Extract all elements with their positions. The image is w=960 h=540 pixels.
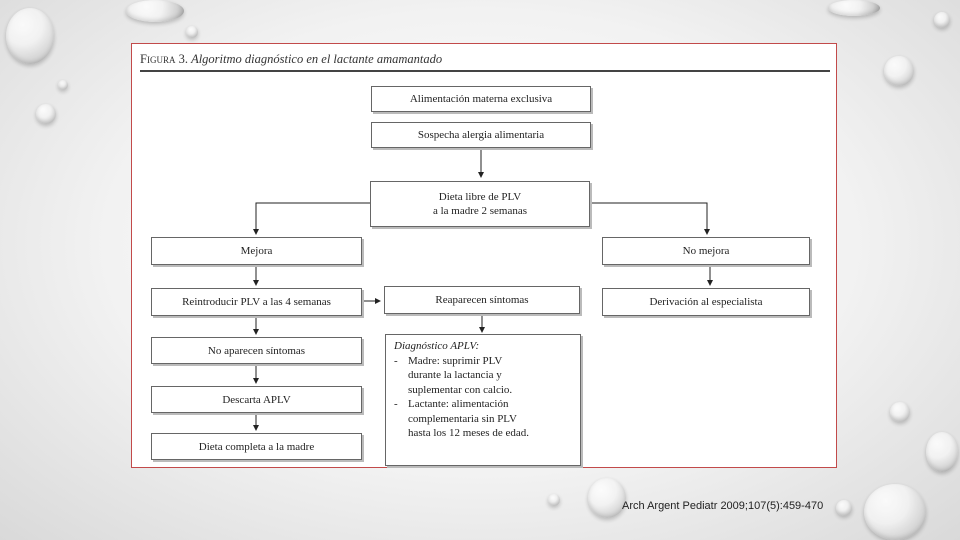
box-diagnostico-aplv: Diagnóstico APLV: - Madre: suprimir PLV … xyxy=(385,334,581,466)
box-alimentacion-materna: Alimentación materna exclusiva xyxy=(371,86,591,112)
water-drop-decoration xyxy=(6,8,54,64)
box-dieta-libre: Dieta libre de PLV a la madre 2 semanas xyxy=(370,181,590,227)
caption-divider xyxy=(140,70,830,72)
figure-label: Figura 3. xyxy=(140,52,188,66)
water-drop-decoration xyxy=(828,0,880,16)
diagnostico-item-madre: - Madre: suprimir PLV durante la lactanc… xyxy=(394,354,513,396)
diagnostico-title: Diagnóstico APLV: xyxy=(394,340,480,352)
water-drop-decoration xyxy=(548,494,560,506)
figure-caption: Figura 3. Algoritmo diagnóstico en el la… xyxy=(140,52,442,67)
water-drop-decoration xyxy=(36,104,56,124)
water-drop-decoration xyxy=(884,56,914,86)
citation-text: Arch Argent Pediatr 2009;107(5):459-470 xyxy=(622,500,824,512)
water-drop-decoration xyxy=(926,432,958,472)
box-descarta-aplv: Descarta APLV xyxy=(151,386,362,413)
box-no-mejora: No mejora xyxy=(602,237,810,265)
water-drop-decoration xyxy=(890,402,910,422)
figure-title: Algoritmo diagnóstico en el lactante ama… xyxy=(191,52,443,66)
diagnostic-algorithm-figure: Figura 3. Algoritmo diagnóstico en el la… xyxy=(131,43,837,468)
water-drop-decoration xyxy=(588,478,626,518)
water-drop-decoration xyxy=(864,484,926,540)
box-derivacion-especialista: Derivación al especialista xyxy=(602,288,810,316)
arrow-dieta-to-mejora xyxy=(253,202,370,235)
water-drop-decoration xyxy=(836,500,852,516)
box-sospecha-alergia: Sospecha alergia alimentaria xyxy=(371,122,591,148)
water-drop-decoration xyxy=(934,12,950,28)
box-dieta-completa: Dieta completa a la madre xyxy=(151,433,362,460)
water-drop-decoration xyxy=(126,0,184,22)
flow-arrows xyxy=(253,148,713,431)
box-reintroducir-plv: Reintroducir PLV a las 4 semanas xyxy=(151,288,362,316)
arrow-dieta-to-no-mejora xyxy=(590,202,710,235)
diagnostico-item-lactante: - Lactante: alimentación complementaria … xyxy=(394,398,529,439)
box-no-aparecen-sintomas: No aparecen síntomas xyxy=(151,337,362,364)
box-mejora: Mejora xyxy=(151,237,362,265)
box-reaparecen-sintomas: Reaparecen síntomas xyxy=(384,286,580,314)
water-drop-decoration xyxy=(58,80,68,90)
water-drop-decoration xyxy=(186,26,198,38)
